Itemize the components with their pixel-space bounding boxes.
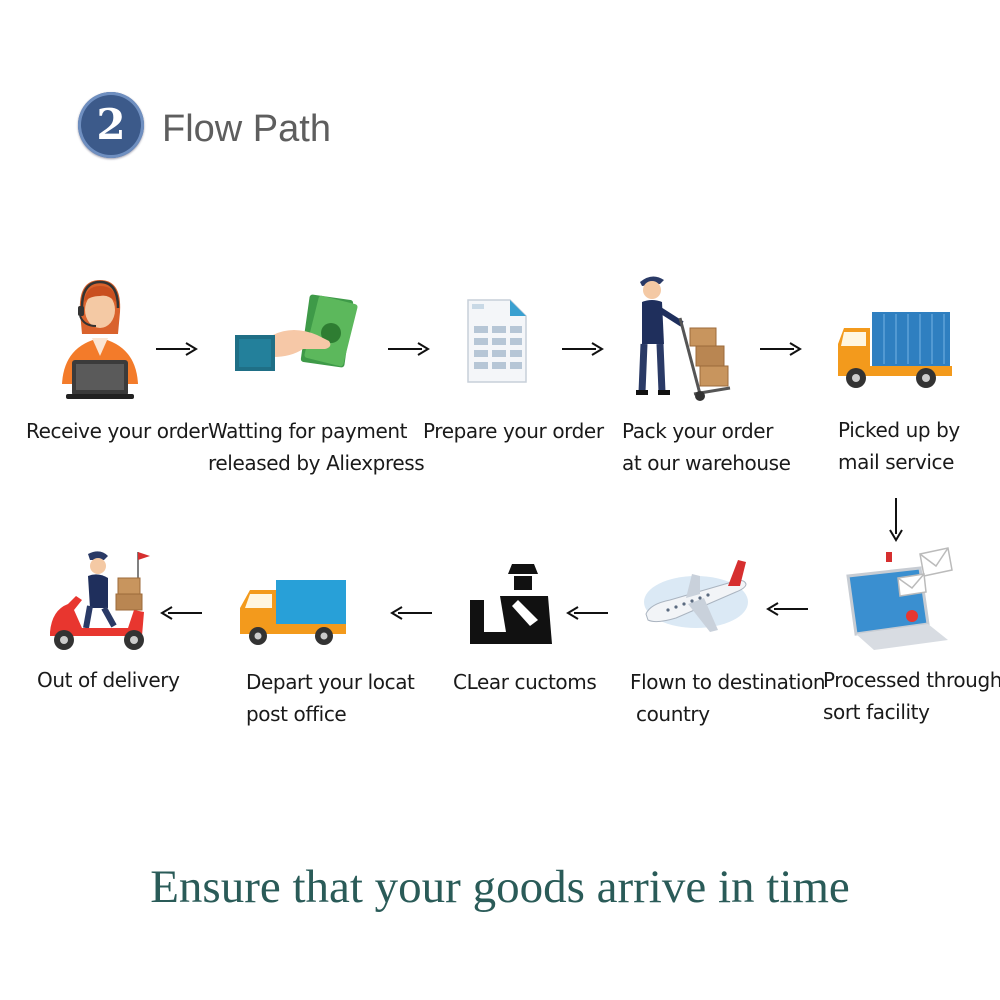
customs-officer-icon	[470, 564, 552, 644]
arrow-right-icon	[760, 342, 802, 356]
customer-service-icon	[62, 280, 138, 399]
scooter-delivery-icon	[50, 551, 150, 650]
step-label-clear-customs: CLear cuctoms	[453, 670, 597, 694]
step-label-out-of-delivery: Out of delivery	[37, 668, 180, 692]
arrow-left-icon	[766, 602, 808, 616]
order-document-icon	[467, 299, 527, 383]
sort-facility-icon	[846, 547, 953, 650]
tagline: Ensure that your goods arrive in time	[150, 861, 850, 913]
airplane-icon	[644, 560, 748, 632]
mail-truck-icon	[838, 312, 952, 388]
arrow-right-icon	[156, 342, 198, 356]
arrow-right-icon	[562, 342, 604, 356]
arrow-left-icon	[390, 606, 432, 620]
local-post-truck-icon	[240, 580, 346, 645]
step-number: 2	[96, 100, 126, 149]
step-label-receive-order: Receive your order	[26, 419, 209, 443]
arrow-down-icon	[889, 498, 903, 542]
payment-icon	[235, 294, 358, 371]
warehouse-worker-icon	[636, 276, 731, 401]
step-label-prepare-order: Prepare your order	[423, 419, 604, 443]
step-badge	[78, 92, 144, 158]
section-title: Flow Path	[162, 108, 331, 150]
arrow-left-icon	[566, 606, 608, 620]
arrow-left-icon	[160, 606, 202, 620]
arrow-right-icon	[388, 342, 430, 356]
